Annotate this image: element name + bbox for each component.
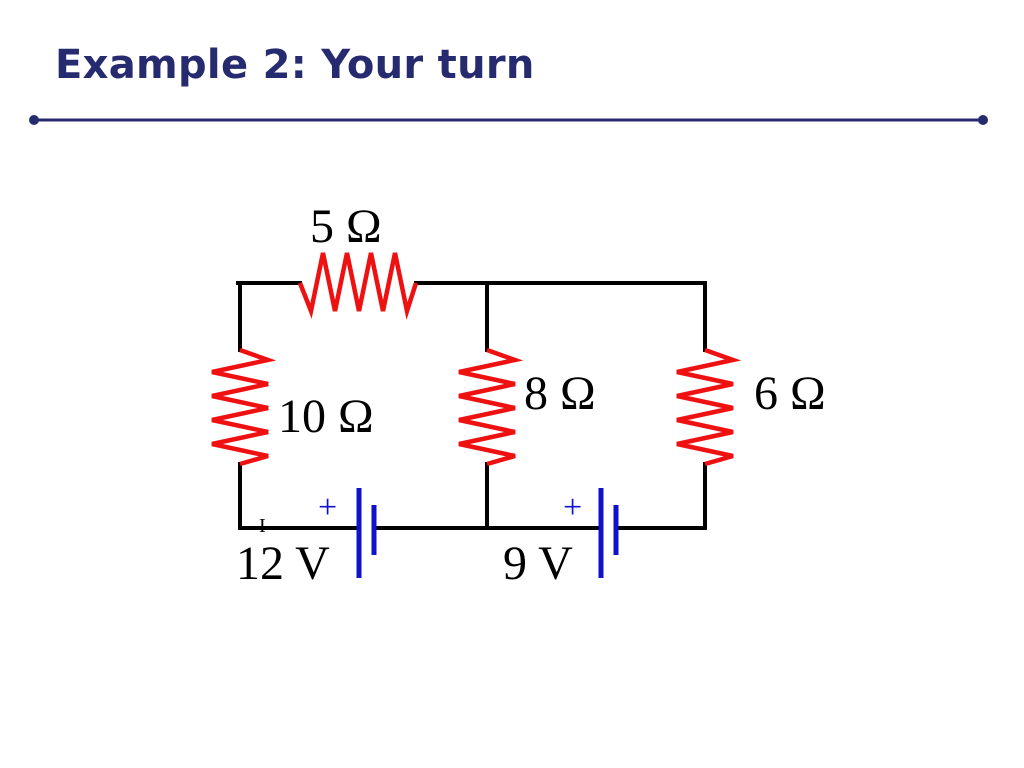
resistor-middle-label: 8 Ω xyxy=(524,367,596,420)
circuit-wires xyxy=(236,281,707,530)
resistor-middle-8ohm xyxy=(458,347,524,467)
resistor-left-10ohm xyxy=(211,347,277,467)
resistor-top-label: 5 Ω xyxy=(310,200,382,253)
divider-left-dot xyxy=(29,115,39,125)
slide-title: Example 2: Your turn xyxy=(55,42,535,88)
resistor-top-5ohm xyxy=(297,252,419,320)
resistor-right-label: 6 Ω xyxy=(754,367,826,420)
circuit-resistors xyxy=(211,252,742,467)
battery-left-label: 12 V xyxy=(236,537,330,590)
current-label: I xyxy=(259,515,266,537)
divider-right-dot xyxy=(978,115,988,125)
battery-left-plus-sign: + xyxy=(318,489,337,526)
resistor-right-6ohm xyxy=(676,347,742,467)
battery-right-plus-sign: + xyxy=(563,489,582,526)
circuit-batteries xyxy=(356,488,619,578)
battery-right-label: 9 V xyxy=(503,537,573,590)
resistor-left-label: 10 Ω xyxy=(278,390,374,443)
